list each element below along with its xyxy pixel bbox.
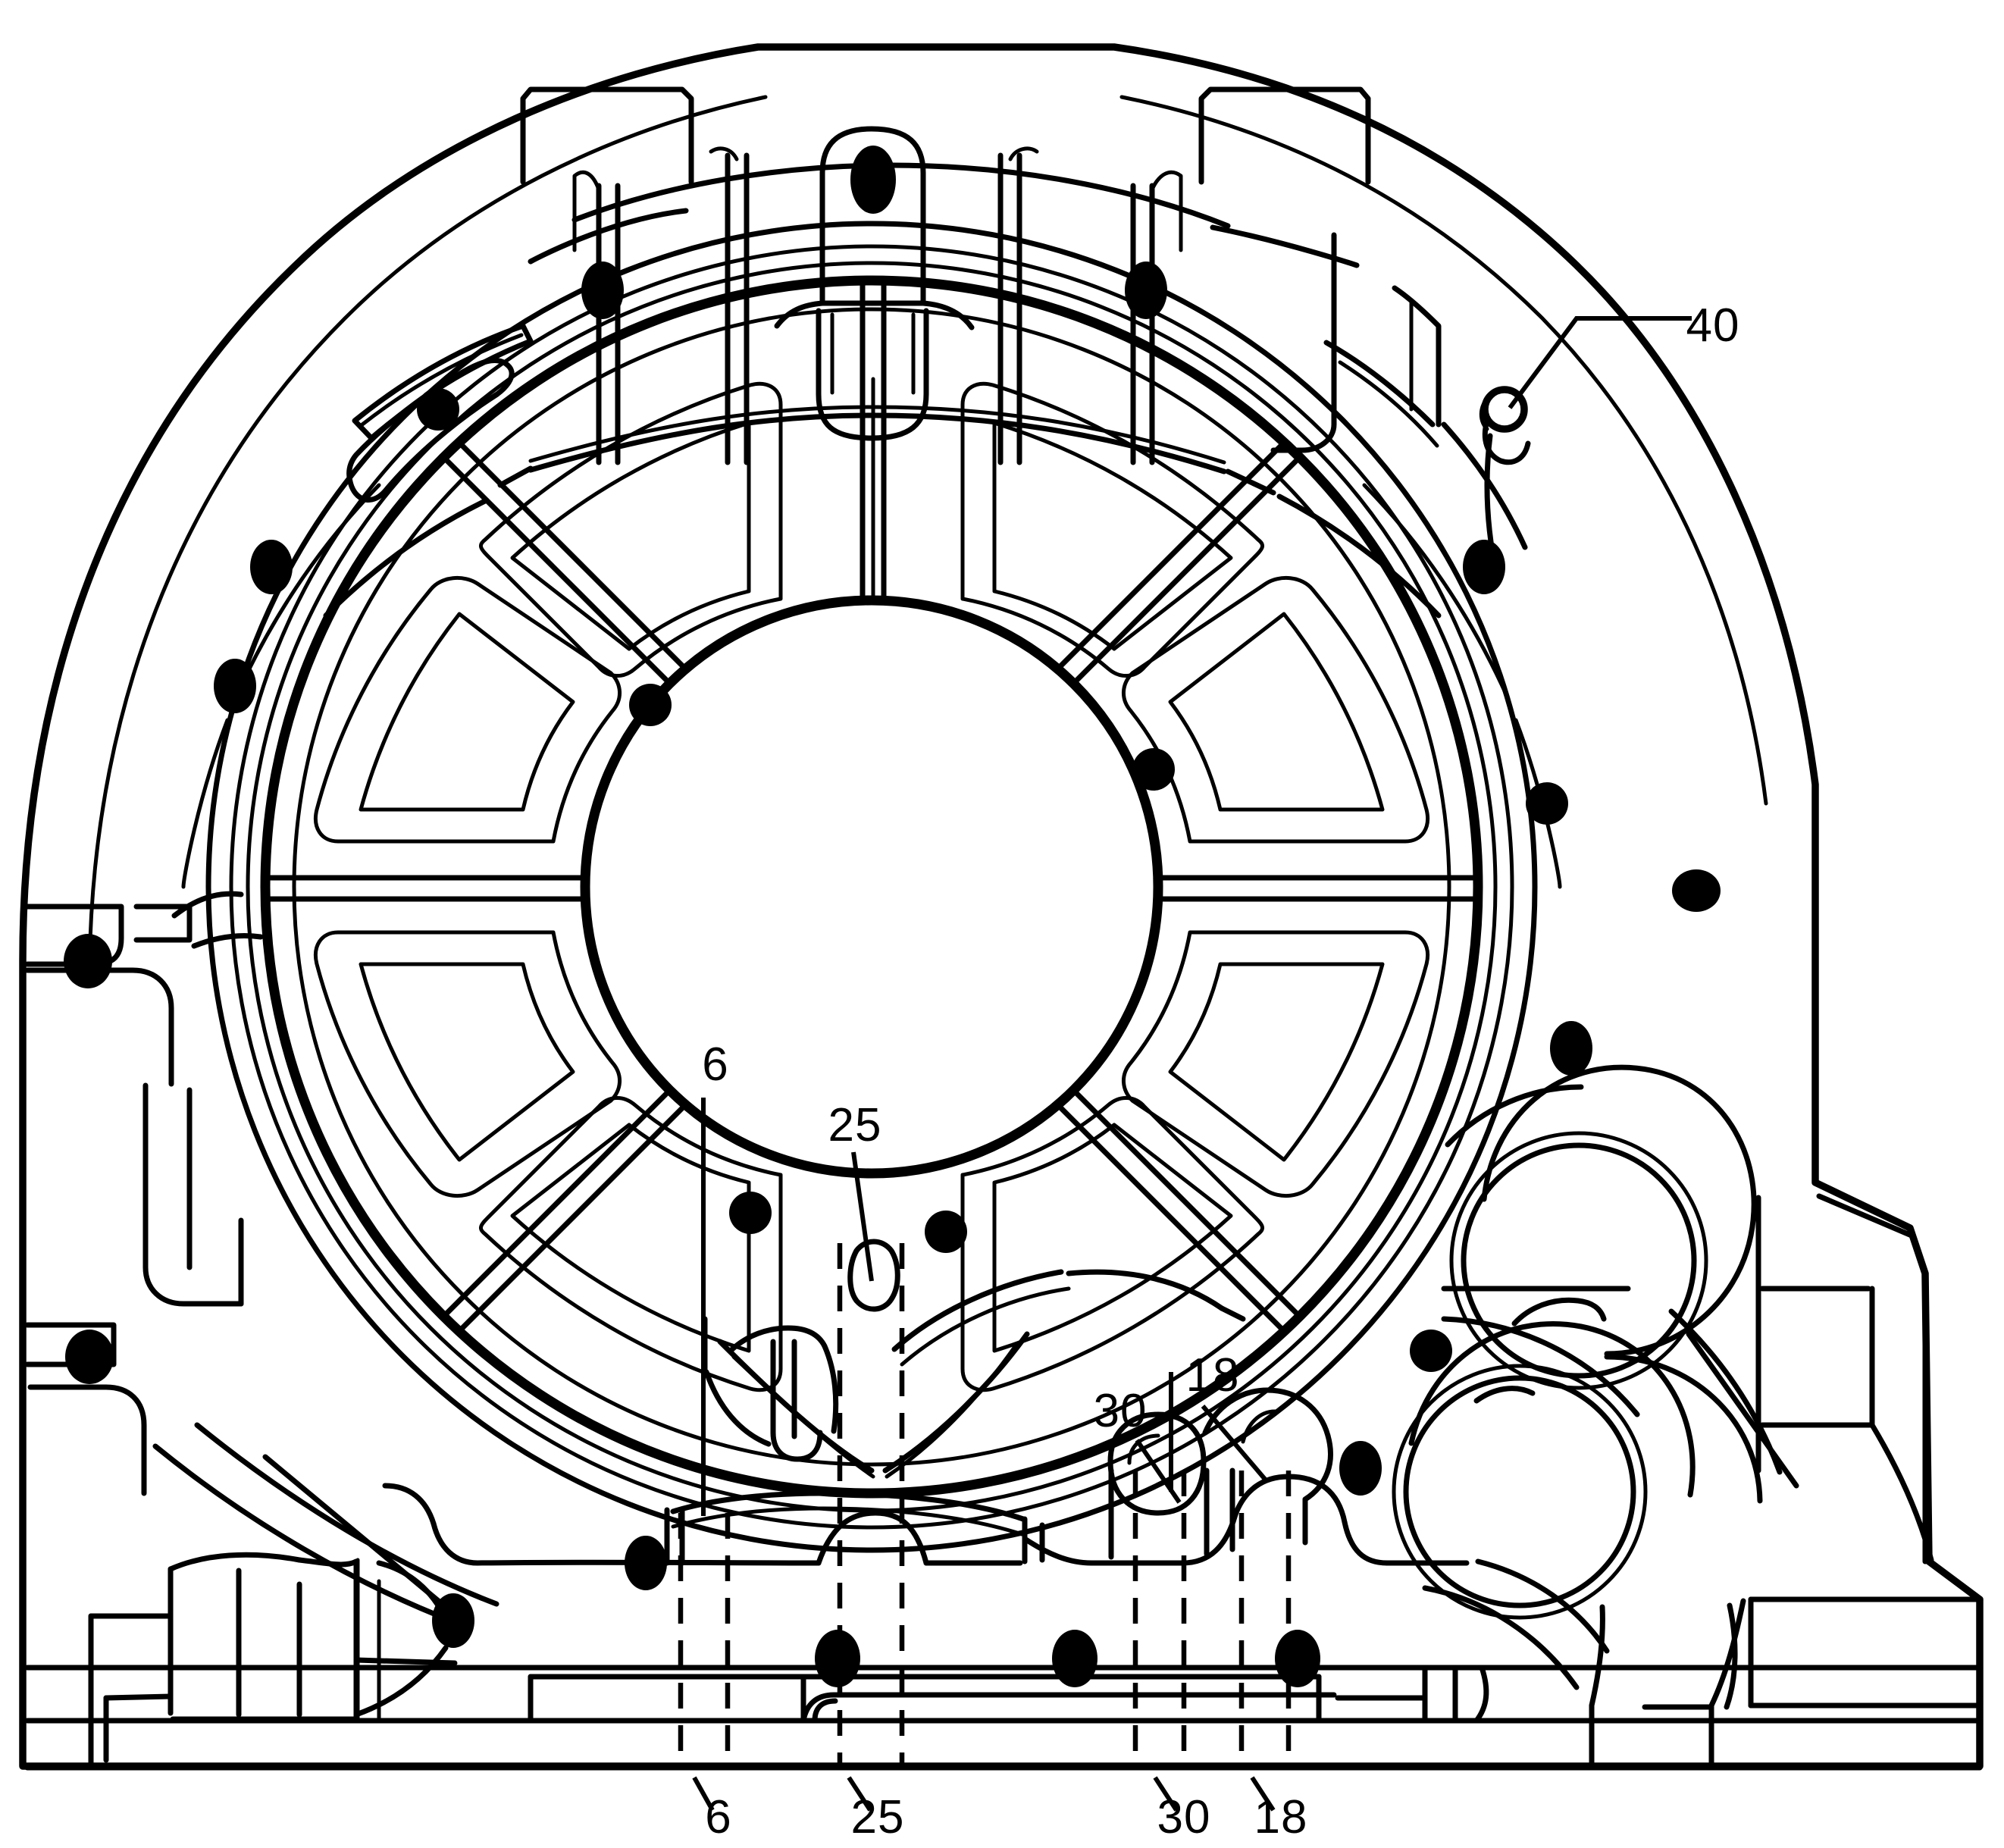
bolt-hole — [581, 262, 624, 319]
bolt-hole — [1410, 1330, 1452, 1372]
right-side-structure — [1392, 1064, 1983, 1771]
ref-numeral-25-lower: 25 — [851, 1791, 905, 1843]
ref-numeral-18-upper: 18 — [1186, 1349, 1240, 1402]
lower-center-detail — [382, 1239, 1470, 1566]
bolt-hole — [417, 388, 459, 431]
bolt-hole — [1526, 782, 1568, 825]
reference-numeral-labels: 40 6 25 30 18 6 25 30 18 — [702, 299, 1739, 1843]
bolt-hole — [729, 1192, 772, 1234]
bolt-hole — [1275, 1630, 1320, 1687]
section-plane-lines — [678, 1243, 1292, 1766]
section-indicator-solid — [701, 1098, 1173, 1516]
leader-30-upper — [1135, 1439, 1182, 1504]
bolt-hole — [65, 1330, 114, 1384]
bolt-hole — [1339, 1441, 1382, 1496]
ref-numeral-30-lower: 30 — [1157, 1791, 1211, 1843]
leader-40 — [1508, 316, 1692, 409]
output-shaft-boss-lower — [1392, 1321, 1696, 1620]
callout-leaders — [692, 316, 1692, 1812]
internal-contour-details — [181, 483, 1562, 889]
ref-numeral-25-upper: 25 — [828, 1099, 882, 1151]
leader-25-upper — [851, 1151, 874, 1282]
dowel-boss-40 — [1479, 386, 1531, 579]
bolt-hole — [815, 1630, 860, 1687]
leader-6-lower — [692, 1776, 715, 1812]
bolt-hole — [1125, 262, 1167, 319]
bolt-hole — [1672, 869, 1721, 912]
leader-18-lower — [1250, 1776, 1276, 1812]
central-bore — [580, 595, 1163, 1179]
bolt-hole — [1052, 1630, 1098, 1687]
bolt-hole — [1132, 748, 1175, 791]
housing-outer-body — [19, 43, 1984, 1770]
bolt-hole — [925, 1211, 967, 1253]
leader-30-lower — [1153, 1776, 1179, 1812]
bolt-hole — [250, 540, 293, 594]
ref-numeral-40: 40 — [1686, 299, 1740, 352]
leader-18-upper — [1201, 1405, 1270, 1483]
leader-25-lower — [847, 1776, 872, 1812]
bolt-hole — [629, 684, 672, 726]
ref-numeral-18-lower: 18 — [1254, 1791, 1308, 1843]
bolt-hole — [1463, 540, 1505, 594]
bolt-hole — [625, 1536, 667, 1590]
bottom-pan-rail — [24, 1665, 1983, 1771]
bolt-hole — [1550, 1021, 1592, 1076]
bolt-hole — [850, 146, 896, 214]
bolt-hole — [214, 659, 256, 713]
bolt-hole — [64, 934, 112, 988]
bolt-hole-group — [64, 262, 1721, 1687]
ref-numeral-30-upper: 30 — [1094, 1385, 1148, 1437]
ref-numeral-6-lower: 6 — [705, 1791, 731, 1843]
bolt-hole — [432, 1593, 474, 1648]
ref-numeral-6-upper: 6 — [702, 1038, 728, 1091]
